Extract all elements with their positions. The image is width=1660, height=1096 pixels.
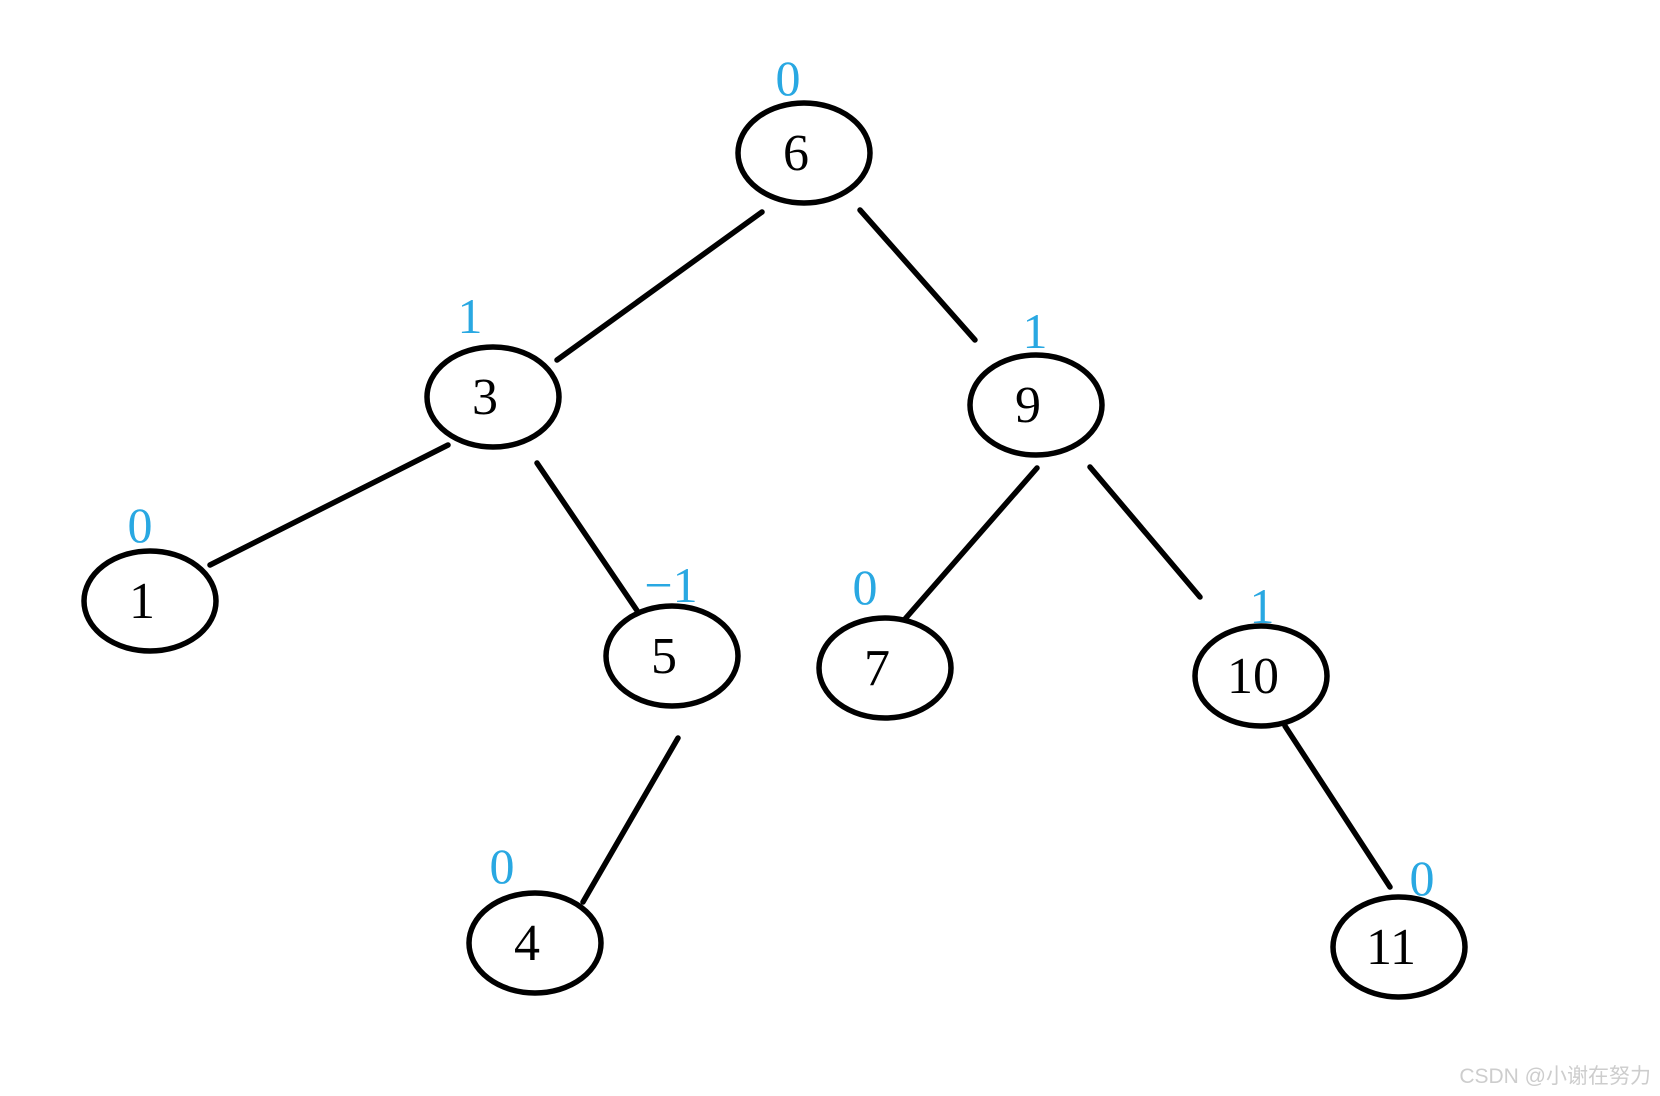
- node-circle-10: [1192, 623, 1330, 729]
- csdn-watermark: CSDN @小谢在努力: [1459, 1065, 1651, 1088]
- balance-factor-7: 0: [853, 559, 878, 615]
- balance-factor-6: 0: [776, 50, 801, 106]
- node-value-10: 10: [1227, 648, 1279, 705]
- balance-factor-1: 0: [128, 497, 153, 553]
- tree-node-9: 91: [967, 303, 1105, 458]
- node-circle-11: [1330, 894, 1468, 1000]
- balance-factor-9: 1: [1023, 303, 1048, 359]
- node-circle-6: [735, 100, 873, 206]
- node-value-6: 6: [783, 125, 809, 182]
- node-circle-4: [466, 890, 604, 996]
- balance-factor-11: 0: [1410, 850, 1435, 906]
- balance-factor-5: −1: [644, 557, 697, 613]
- node-circle-9: [967, 352, 1105, 458]
- tree-node-11: 110: [1330, 850, 1468, 1000]
- node-circle-1: [81, 548, 219, 654]
- tree-node-1: 10: [81, 497, 219, 654]
- node-value-9: 9: [1015, 377, 1041, 434]
- node-value-7: 7: [864, 640, 890, 697]
- tree-node-5: 5−1: [603, 557, 741, 709]
- edge-5-4: [580, 735, 681, 905]
- edge-9-7: [895, 465, 1040, 630]
- edge-6-9: [857, 207, 978, 343]
- node-value-5: 5: [651, 628, 677, 685]
- tree-node-4: 40: [466, 838, 604, 996]
- node-circle-3: [424, 344, 562, 450]
- edge-6-3: [554, 209, 765, 363]
- edge-10-11: [1282, 723, 1393, 890]
- balance-factor-4: 0: [490, 838, 515, 894]
- node-value-11: 11: [1366, 919, 1416, 976]
- tree-node-7: 70: [816, 559, 954, 721]
- node-value-3: 3: [472, 369, 498, 426]
- tree-node-6: 60: [735, 50, 873, 206]
- node-value-1: 1: [129, 573, 155, 630]
- edge-3-5: [534, 460, 641, 615]
- tree-node-10: 101: [1192, 578, 1330, 729]
- node-value-4: 4: [514, 915, 540, 972]
- node-circle-5: [603, 603, 741, 709]
- balance-factor-3: 1: [458, 288, 483, 344]
- balance-factor-10: 1: [1250, 578, 1275, 634]
- node-circle-7: [816, 615, 954, 721]
- edge-9-10: [1087, 464, 1203, 600]
- tree-node-3: 31: [424, 288, 562, 450]
- edge-3-1: [207, 442, 451, 568]
- edges-layer: [207, 207, 1393, 905]
